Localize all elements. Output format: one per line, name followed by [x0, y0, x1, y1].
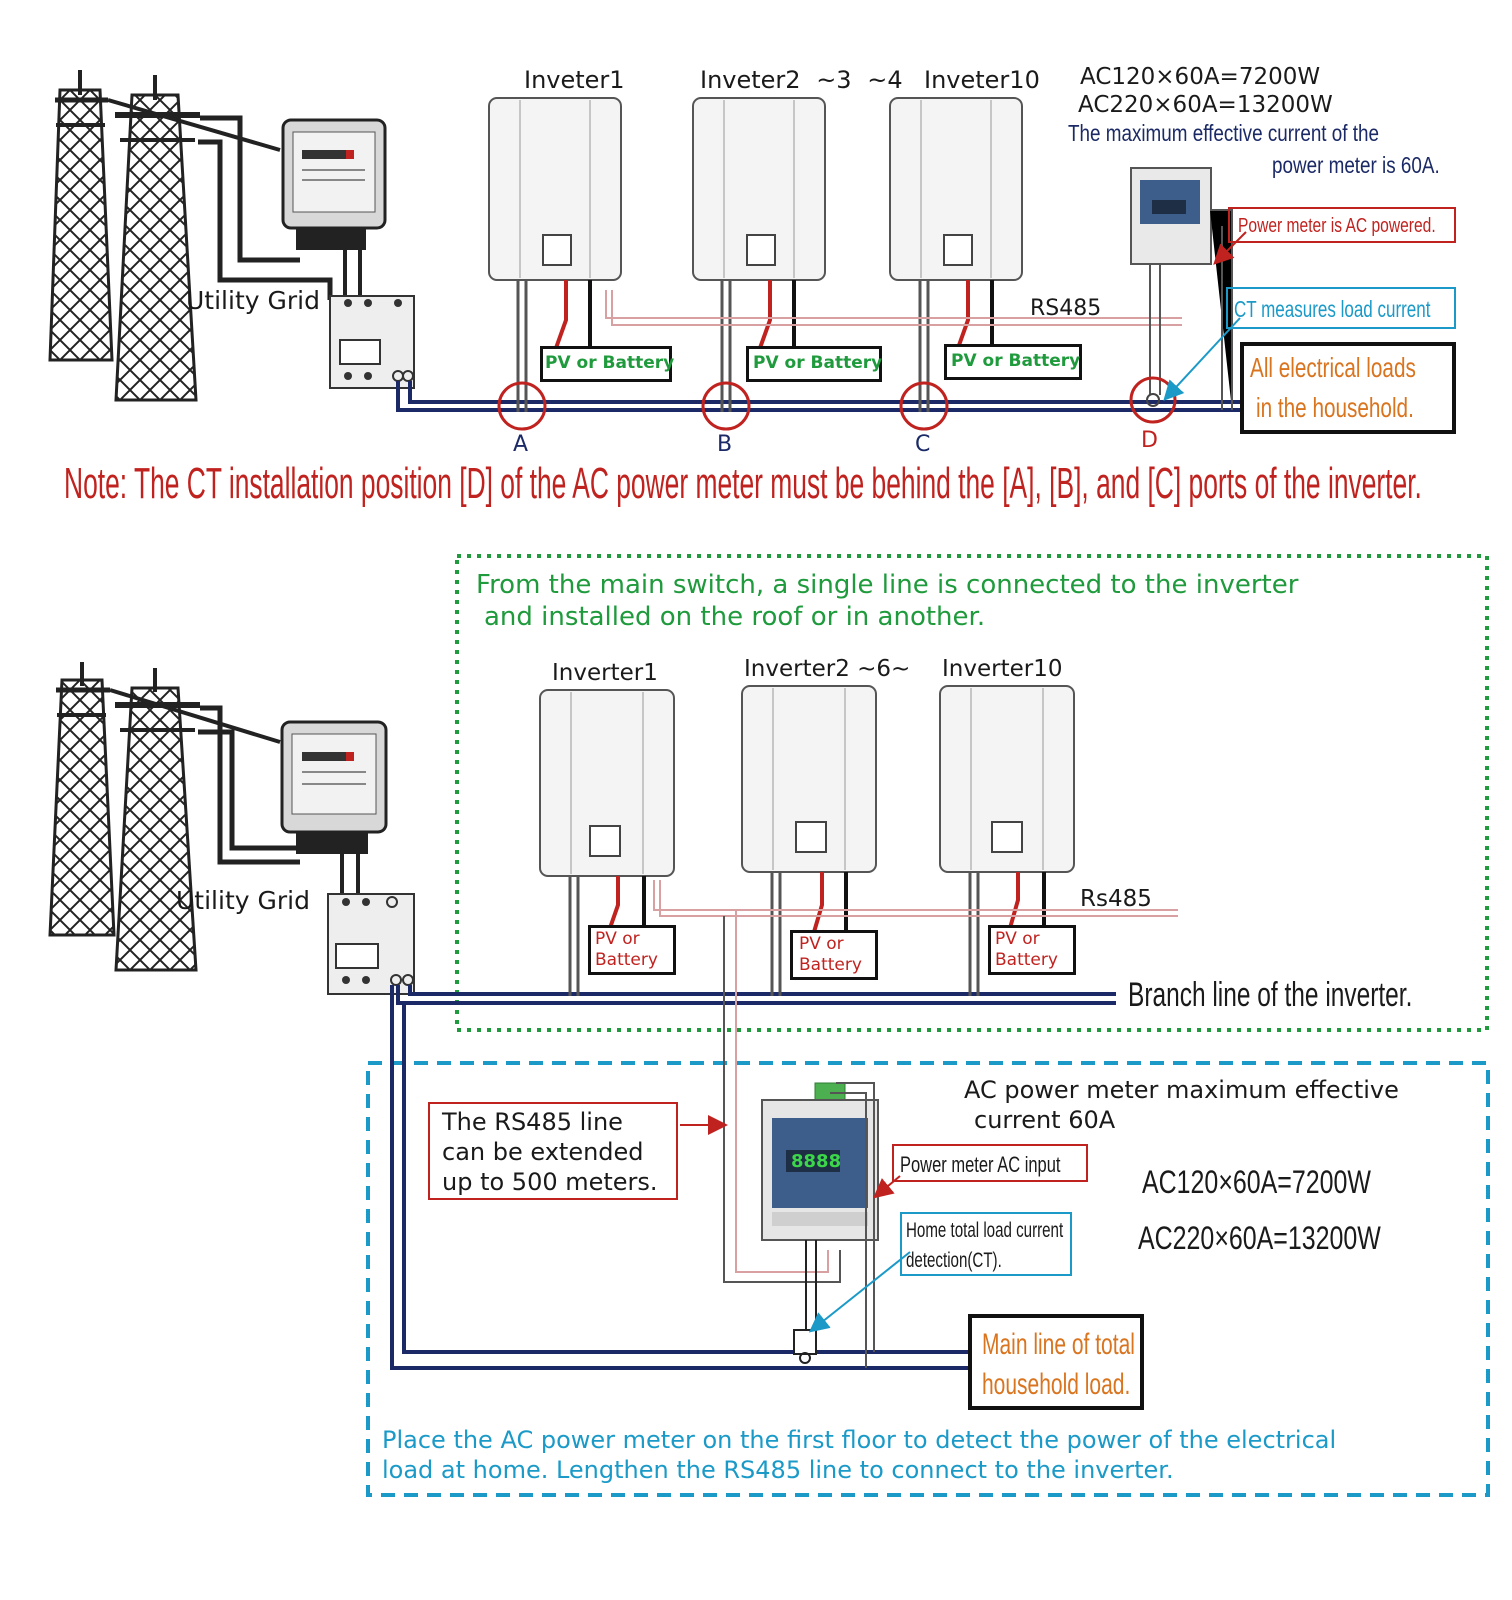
bottom-rs485-extension-line2: can be extended [442, 1138, 644, 1166]
top-point-d: D [1141, 428, 1158, 453]
bottom-rs485-label: Rs485 [1080, 886, 1152, 912]
bottom-meter-ac-input-callout: Power meter AC input [892, 1144, 1088, 1182]
top-power-meter [1130, 167, 1212, 265]
bottom-pv-battery-text-3b: Battery [995, 950, 1058, 970]
bottom-home-ct-line2: detection(CT). [906, 1249, 1002, 1272]
top-tower-right [114, 75, 200, 402]
bottom-inverter1-label: Inverter1 [552, 660, 658, 686]
bottom-rs485-extension-line3: up to 500 meters. [442, 1168, 658, 1196]
top-pv-battery-box-2: PV or Battery [746, 346, 882, 382]
bottom-meter-ac-input-text: Power meter AC input [900, 1152, 1061, 1177]
bottom-pv-battery-box-1: PV or Battery [588, 925, 676, 975]
bottom-green-note-line1: From the main switch, a single line is c… [476, 570, 1299, 600]
bottom-pv-battery-text-2a: PV or [799, 934, 844, 954]
top-max-current-line2: power meter is 60A. [1272, 152, 1440, 178]
top-ac120-label: AC120×60A=7200W [1080, 64, 1321, 90]
bottom-meter-max-line1: AC power meter maximum effective [964, 1076, 1399, 1104]
bottom-inverter2-label: Inverter2 ~6~ [744, 656, 911, 682]
top-ct-position-note: Note: The CT installation position [D] o… [64, 459, 1422, 508]
top-utility-grid-label: Utility Grid [186, 286, 320, 315]
top-inverter-1 [488, 97, 622, 281]
top-point-a: A [513, 432, 529, 457]
top-inverter-10 [889, 97, 1023, 281]
bottom-rs485-extension-callout: The RS485 line can be extended up to 500… [428, 1102, 678, 1200]
top-household-loads-box: All electrical loads in the household. [1240, 342, 1456, 434]
top-ct-measures-text: CT measures load current [1234, 296, 1431, 322]
top-pv-battery-text-1: PV or Battery [545, 353, 675, 373]
bottom-power-meter: 8888 [761, 1082, 879, 1241]
top-inverter2-label: Inveter2 ~3 ~4 [700, 66, 903, 94]
top-inverter1-label: Inveter1 [524, 66, 625, 94]
top-power-meter-powered-text: Power meter is AC powered. [1238, 215, 1436, 237]
bottom-inverter-2 [741, 685, 877, 873]
bottom-home-ct-callout: Home total load current detection(CT). [900, 1212, 1072, 1276]
top-pv-battery-text-3: PV or Battery [951, 351, 1081, 371]
bottom-rs485-extension-line1: The RS485 line [442, 1108, 623, 1136]
top-household-loads-line2: in the household. [1256, 392, 1414, 423]
top-point-c: C [915, 432, 931, 457]
top-power-meter-powered-callout: Power meter is AC powered. [1228, 207, 1456, 243]
bottom-pv-battery-text-2b: Battery [799, 955, 862, 975]
top-inverter10-label: Inveter10 [924, 66, 1040, 94]
bottom-meter-max-line2: current 60A [974, 1106, 1116, 1134]
bottom-pv-battery-text-1b: Battery [595, 950, 658, 970]
bottom-pv-battery-box-3: PV or Battery [988, 925, 1076, 975]
bottom-pv-battery-text-1a: PV or [595, 929, 640, 949]
bottom-utility-meter [280, 720, 388, 854]
bottom-branch-line-label: Branch line of the inverter. [1128, 976, 1413, 1014]
top-tower-left [48, 70, 114, 362]
bottom-ac220-label: AC220×60A=13200W [1138, 1220, 1381, 1256]
top-pv-battery-box-3: PV or Battery [944, 344, 1082, 380]
top-ac220-label: AC220×60A=13200W [1078, 92, 1333, 118]
bottom-tower-left [48, 662, 116, 937]
bottom-inverter10-label: Inverter10 [942, 656, 1063, 682]
bottom-ac120-label: AC120×60A=7200W [1142, 1164, 1371, 1200]
top-pv-battery-box-1: PV or Battery [540, 346, 675, 382]
top-point-b: B [717, 432, 733, 457]
top-household-loads-line1: All electrical loads [1250, 352, 1416, 383]
bottom-inverter-10 [939, 685, 1075, 873]
bottom-green-note-line2: and installed on the roof or in another. [484, 602, 986, 632]
top-rs485-label: RS485 [1030, 296, 1102, 321]
bottom-main-line-line2: household load. [982, 1368, 1131, 1401]
top-max-current-line1: The maximum effective current of the [1068, 120, 1379, 146]
bottom-utility-grid-label: Utility Grid [176, 886, 310, 915]
bottom-breaker [327, 893, 415, 995]
bottom-pv-battery-box-2: PV or Battery [790, 930, 878, 980]
top-breaker [329, 295, 415, 389]
bottom-blue-note-line1: Place the AC power meter on the first fl… [382, 1426, 1337, 1454]
svg-text:8888: 8888 [791, 1151, 841, 1172]
bottom-blue-note-line2: load at home. Lengthen the RS485 line to… [382, 1456, 1174, 1484]
top-ct-measures-callout: CT measures load current [1226, 287, 1456, 329]
top-inverter-2 [692, 97, 826, 281]
top-pv-battery-text-2: PV or Battery [753, 353, 883, 373]
bottom-main-line-box: Main line of total household load. [968, 1314, 1144, 1410]
bottom-main-line-line1: Main line of total [982, 1328, 1135, 1361]
bottom-pv-battery-text-3a: PV or [995, 929, 1040, 949]
top-utility-meter [281, 118, 387, 250]
bottom-home-ct-line1: Home total load current [906, 1219, 1064, 1242]
bottom-inverter-1 [539, 689, 675, 877]
